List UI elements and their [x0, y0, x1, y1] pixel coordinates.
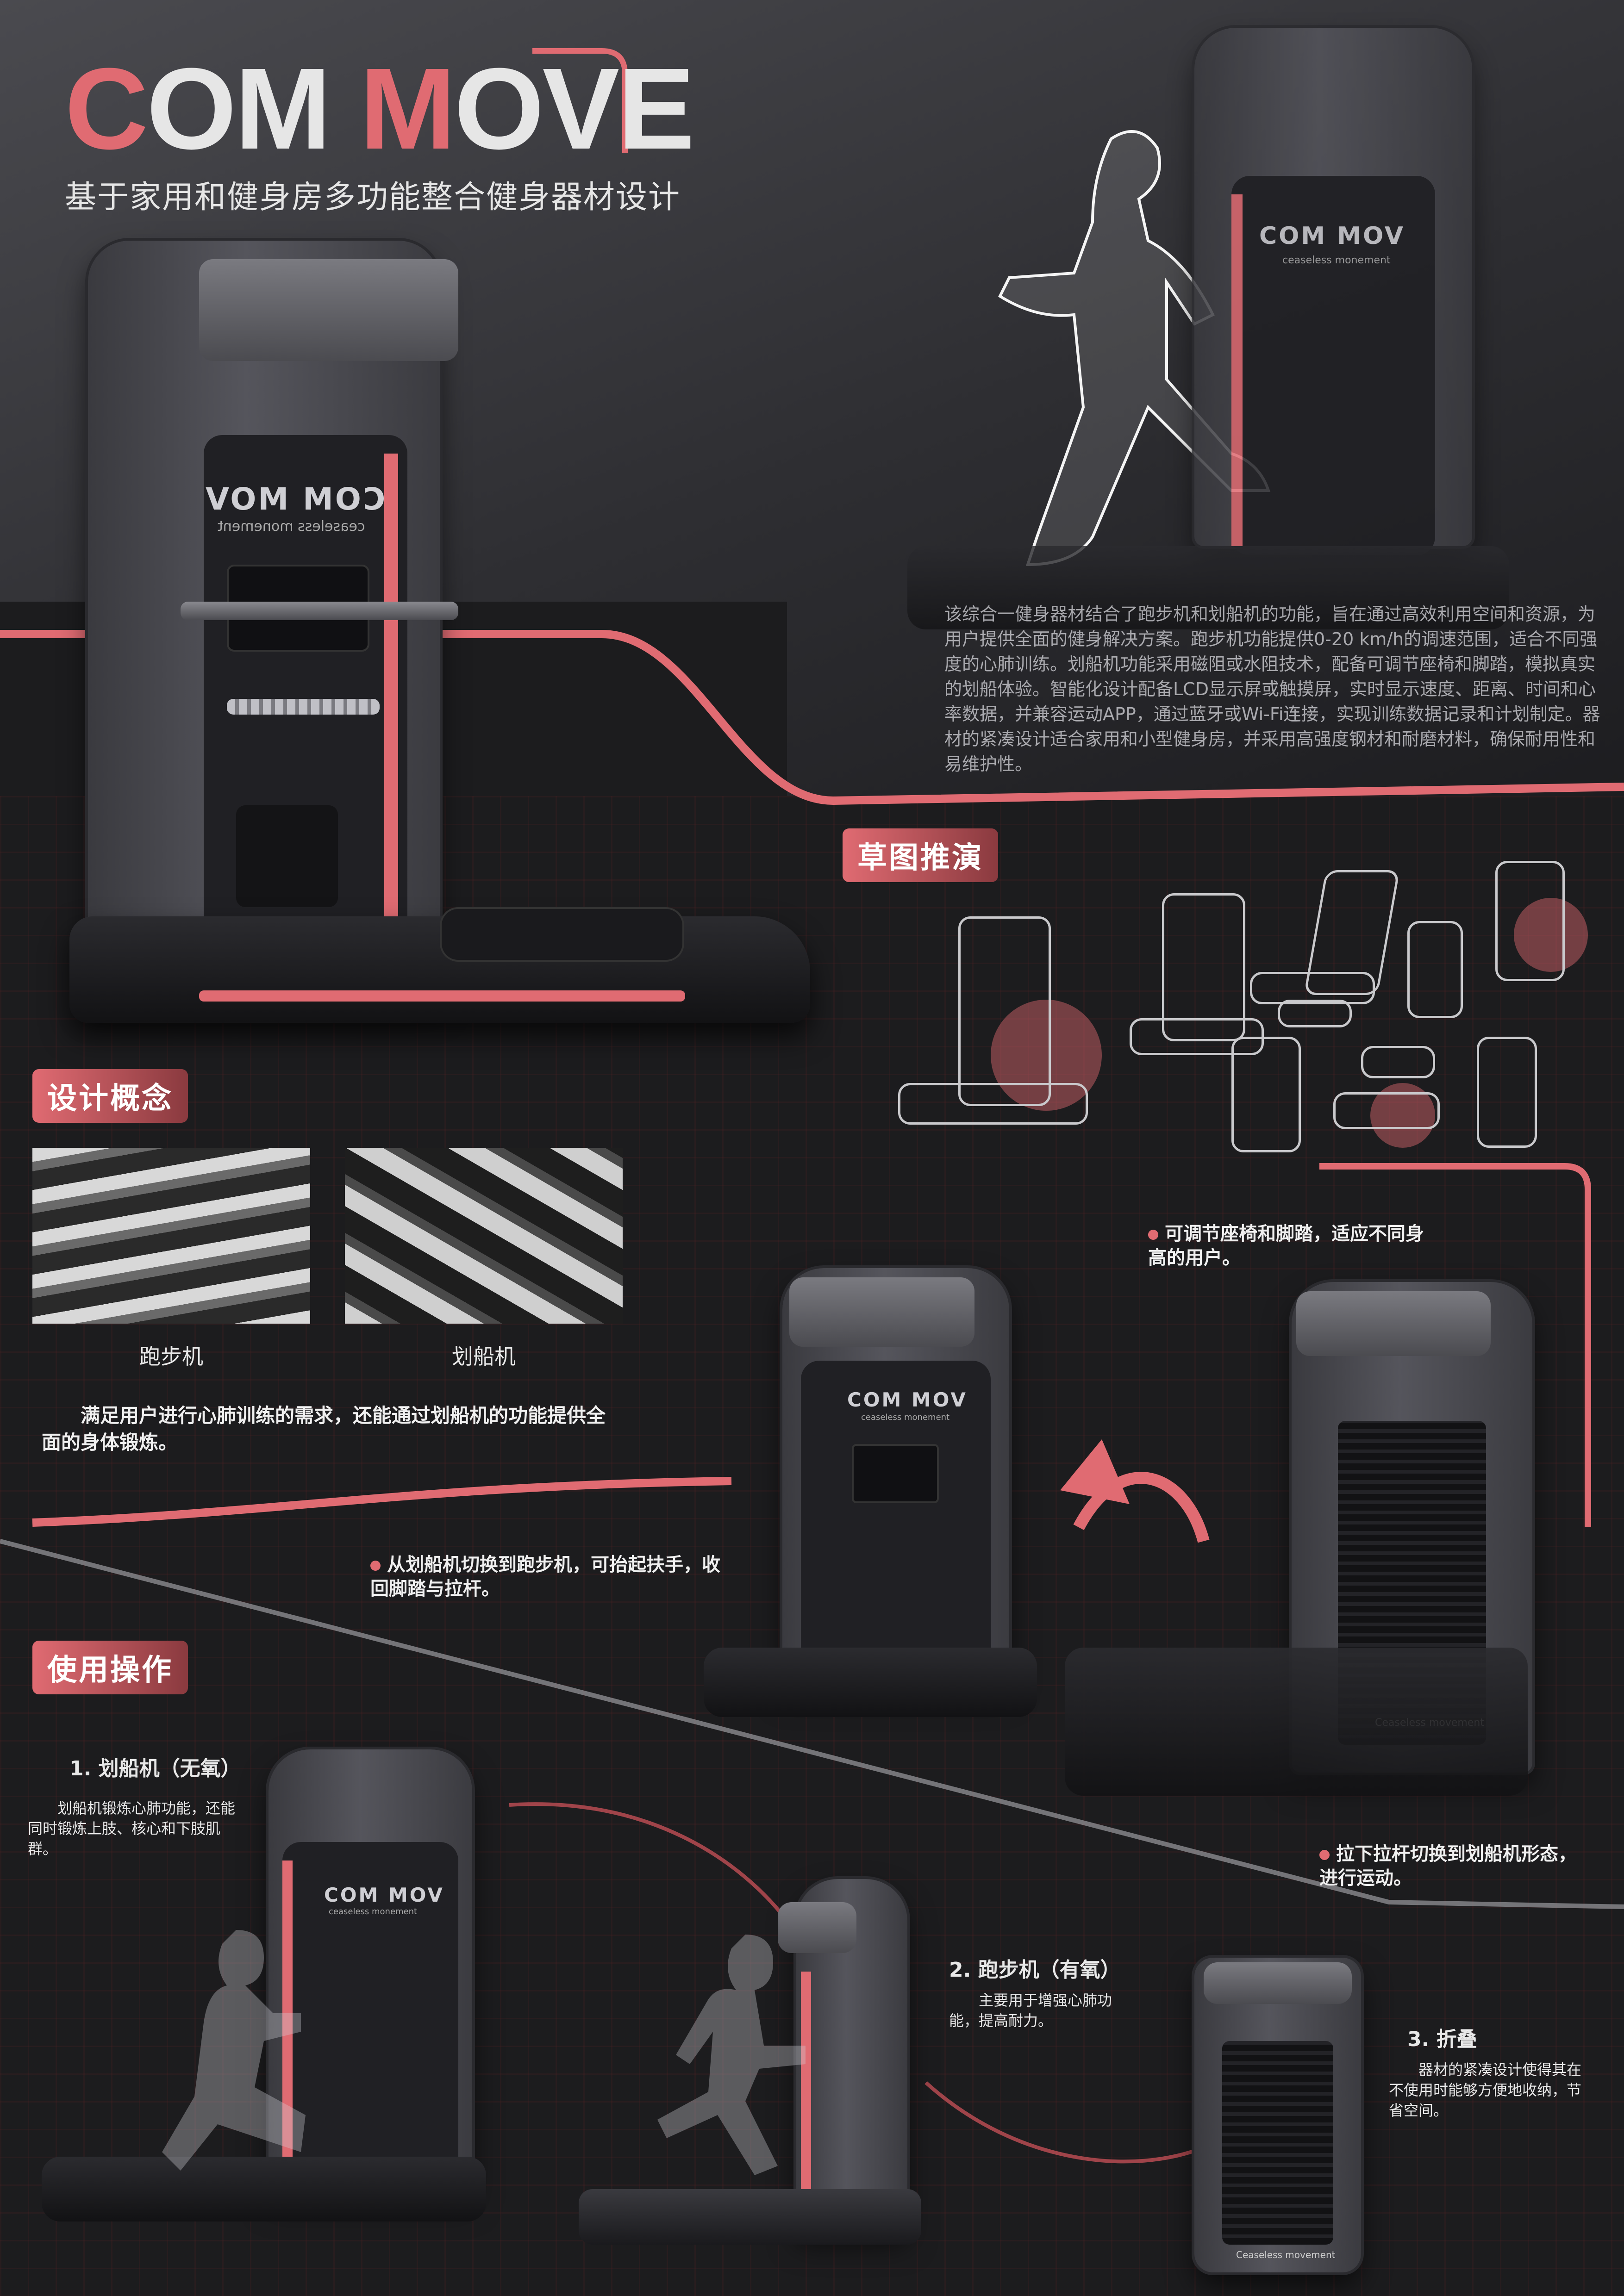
- arrow-switch: [1073, 1472, 1210, 1543]
- photo-machine-logo: COM MOV: [1259, 222, 1405, 250]
- transform-left-panel: [801, 1361, 991, 1666]
- transform-machine-left: COM MOV ceaseless monement: [782, 1268, 1009, 1685]
- usage-machine-3-folded-belt: [1222, 2041, 1333, 2245]
- sketch-part-4: [1231, 1037, 1301, 1152]
- usage-machine-3-tagline: Ceaseless movement: [1236, 2249, 1336, 2260]
- title-letter-m: M: [359, 44, 456, 173]
- hero-machine: COM MOV ceaseless monement: [88, 241, 458, 1000]
- usage-machine-3: Ceaseless movement: [1194, 1958, 1361, 2272]
- transform-left-screen: [852, 1444, 939, 1503]
- hero-machine-logo: COM MOV: [204, 481, 386, 517]
- concept-image-treadmill: [32, 1148, 310, 1324]
- usage-step-3-title: 3. 折叠: [1407, 2028, 1477, 2051]
- photo-machine: COM MOV ceaseless monement: [1194, 28, 1472, 555]
- concept-image-rower: [345, 1148, 623, 1324]
- transform-left-logo: COM MOV: [847, 1388, 968, 1411]
- sketch-part-1: [1407, 921, 1463, 1018]
- transform-left-tagline: ceaseless monement: [861, 1412, 950, 1422]
- usage-person-2: [657, 1935, 806, 2175]
- usage-machine-2-base: [579, 2189, 921, 2245]
- usage-step-2-title: 2. 跑步机（有氧）: [949, 1958, 1121, 1982]
- hero-machine-tagline: ceaseless monement: [218, 518, 365, 535]
- hero-machine-bar: [227, 699, 380, 715]
- hero-machine-handle: [181, 602, 458, 620]
- accent-curve-mid: [1319, 1163, 1591, 1527]
- usage-machine-1-logo: COM MOV: [324, 1884, 444, 1906]
- intro-text: 该综合一健身器材结合了跑步机和划船机的功能，旨在通过高效利用空间和资源，为用户提…: [944, 604, 1600, 774]
- section-title-usage: 使用操作: [32, 1641, 188, 1694]
- page-subtitle: 基于家用和健身房多功能整合健身器材设计: [65, 179, 681, 216]
- usage-machine-1-base: [42, 2157, 486, 2221]
- usage-machine-1: COM MOV ceaseless monement: [269, 1749, 472, 2194]
- arrow-usage-2: [924, 2081, 1205, 2164]
- title-part2: OVE: [454, 44, 695, 173]
- transform-right-headrest: [1296, 1291, 1491, 1356]
- divider-diagonal: [0, 1539, 1624, 1909]
- concept-description: 满足用户进行心肺训练的需求，还能通过划船机的功能提供全面的身体锻炼。: [42, 1404, 606, 1454]
- note-switch-treadmill-text: 从划船机切换到跑步机，可抬起扶手，收回脚踏与拉杆。: [370, 1554, 720, 1599]
- sketch-part-7: [1477, 1037, 1537, 1148]
- title-letter-c: C: [65, 44, 149, 173]
- photo-machine-tagline: ceaseless monement: [1282, 255, 1391, 266]
- accent-curve-title: [532, 48, 628, 153]
- note-switch-rower-dot: [1319, 1850, 1330, 1860]
- hero-machine-footrest: [236, 805, 338, 907]
- note-adjust-dot: [1148, 1230, 1158, 1240]
- note-switch-treadmill: 从划船机切换到跑步机，可抬起扶手，收回脚踏与拉杆。: [370, 1553, 722, 1601]
- page-title: COM MOVE: [65, 51, 695, 167]
- arrow-usage-1: [509, 1802, 789, 1922]
- section-title-concept: 设计概念: [32, 1069, 188, 1123]
- note-switch-rower: 拉下拉杆切换到划船机形态，进行运动。: [1319, 1842, 1579, 1890]
- sketch-part-5: [1361, 1046, 1435, 1078]
- title-part1: OM: [146, 44, 360, 173]
- sketch-highlight-3: [1514, 898, 1588, 972]
- sketch-part-3: [1278, 1000, 1352, 1027]
- usage-machine-2-headrest: [778, 1902, 856, 1953]
- usage-step-2-desc: 主要用于增强心肺功能，提高耐力。: [949, 1991, 1112, 2029]
- section-title-sketch: 草图推演: [843, 828, 998, 882]
- usage-step-3-desc: 器材的紧凑设计使得其在不使用时能够方便地收纳，节省空间。: [1389, 2061, 1582, 2119]
- note-switch-rower-text: 拉下拉杆切换到划船机形态，进行运动。: [1319, 1843, 1577, 1889]
- sketch-group: [880, 852, 1602, 1157]
- usage-machine-2-red-rail: [801, 1972, 811, 2212]
- arrow-switch-head: [1060, 1439, 1130, 1504]
- usage-person-1: [162, 1930, 306, 2171]
- hero-machine-headrest: [199, 259, 458, 361]
- transform-right-base: [1065, 1648, 1528, 1796]
- note-adjust-text: 可调节座椅和脚踏，适应不同身高的用户。: [1148, 1223, 1424, 1269]
- hero-machine-base: [69, 907, 810, 1023]
- sketch-machine-1-base: [898, 1083, 1088, 1125]
- sketch-machine-3-base: [1250, 972, 1375, 1004]
- photo-machine-panel: [1231, 176, 1435, 555]
- sketch-part-6: [1333, 1092, 1440, 1129]
- photo-machine-base: [907, 546, 1509, 629]
- usage-machine-1-red-rail: [282, 1860, 293, 2166]
- usage-machine-2: [778, 1879, 907, 2231]
- usage-step-1-title: 1. 划船机（无氧）: [69, 1757, 241, 1780]
- usage-step-1-desc: 划船机锻炼心肺功能，还能同时锻炼上肢、核心和下肢肌群。: [28, 1799, 236, 1858]
- accent-curve-concept: [32, 1477, 732, 1527]
- hero-machine-red-rail: [384, 454, 398, 935]
- hero-machine-seat: [440, 907, 684, 962]
- note-adjust: 可调节座椅和脚踏，适应不同身高的用户。: [1148, 1222, 1435, 1270]
- sketch-part-2: [1495, 861, 1565, 981]
- transform-left-base: [704, 1648, 1037, 1717]
- accent-curve-top: [0, 630, 1624, 805]
- concept-label-treadmill: 跑步机: [139, 1344, 203, 1369]
- usage-machine-3-headrest: [1204, 1962, 1352, 2004]
- concept-label-rower: 划船机: [452, 1344, 516, 1369]
- usage-machine-1-tagline: ceaseless monement: [329, 1907, 418, 1916]
- usage-machine-1-panel: [282, 1842, 458, 2175]
- transform-left-headrest: [789, 1277, 974, 1347]
- sketch-machine-1: [958, 916, 1051, 1106]
- sketch-machine-2: [1162, 893, 1245, 1041]
- note-switch-treadmill-dot: [370, 1561, 381, 1571]
- hero-machine-base-stripe: [199, 990, 685, 1002]
- photo-machine-red-rail: [1231, 194, 1243, 546]
